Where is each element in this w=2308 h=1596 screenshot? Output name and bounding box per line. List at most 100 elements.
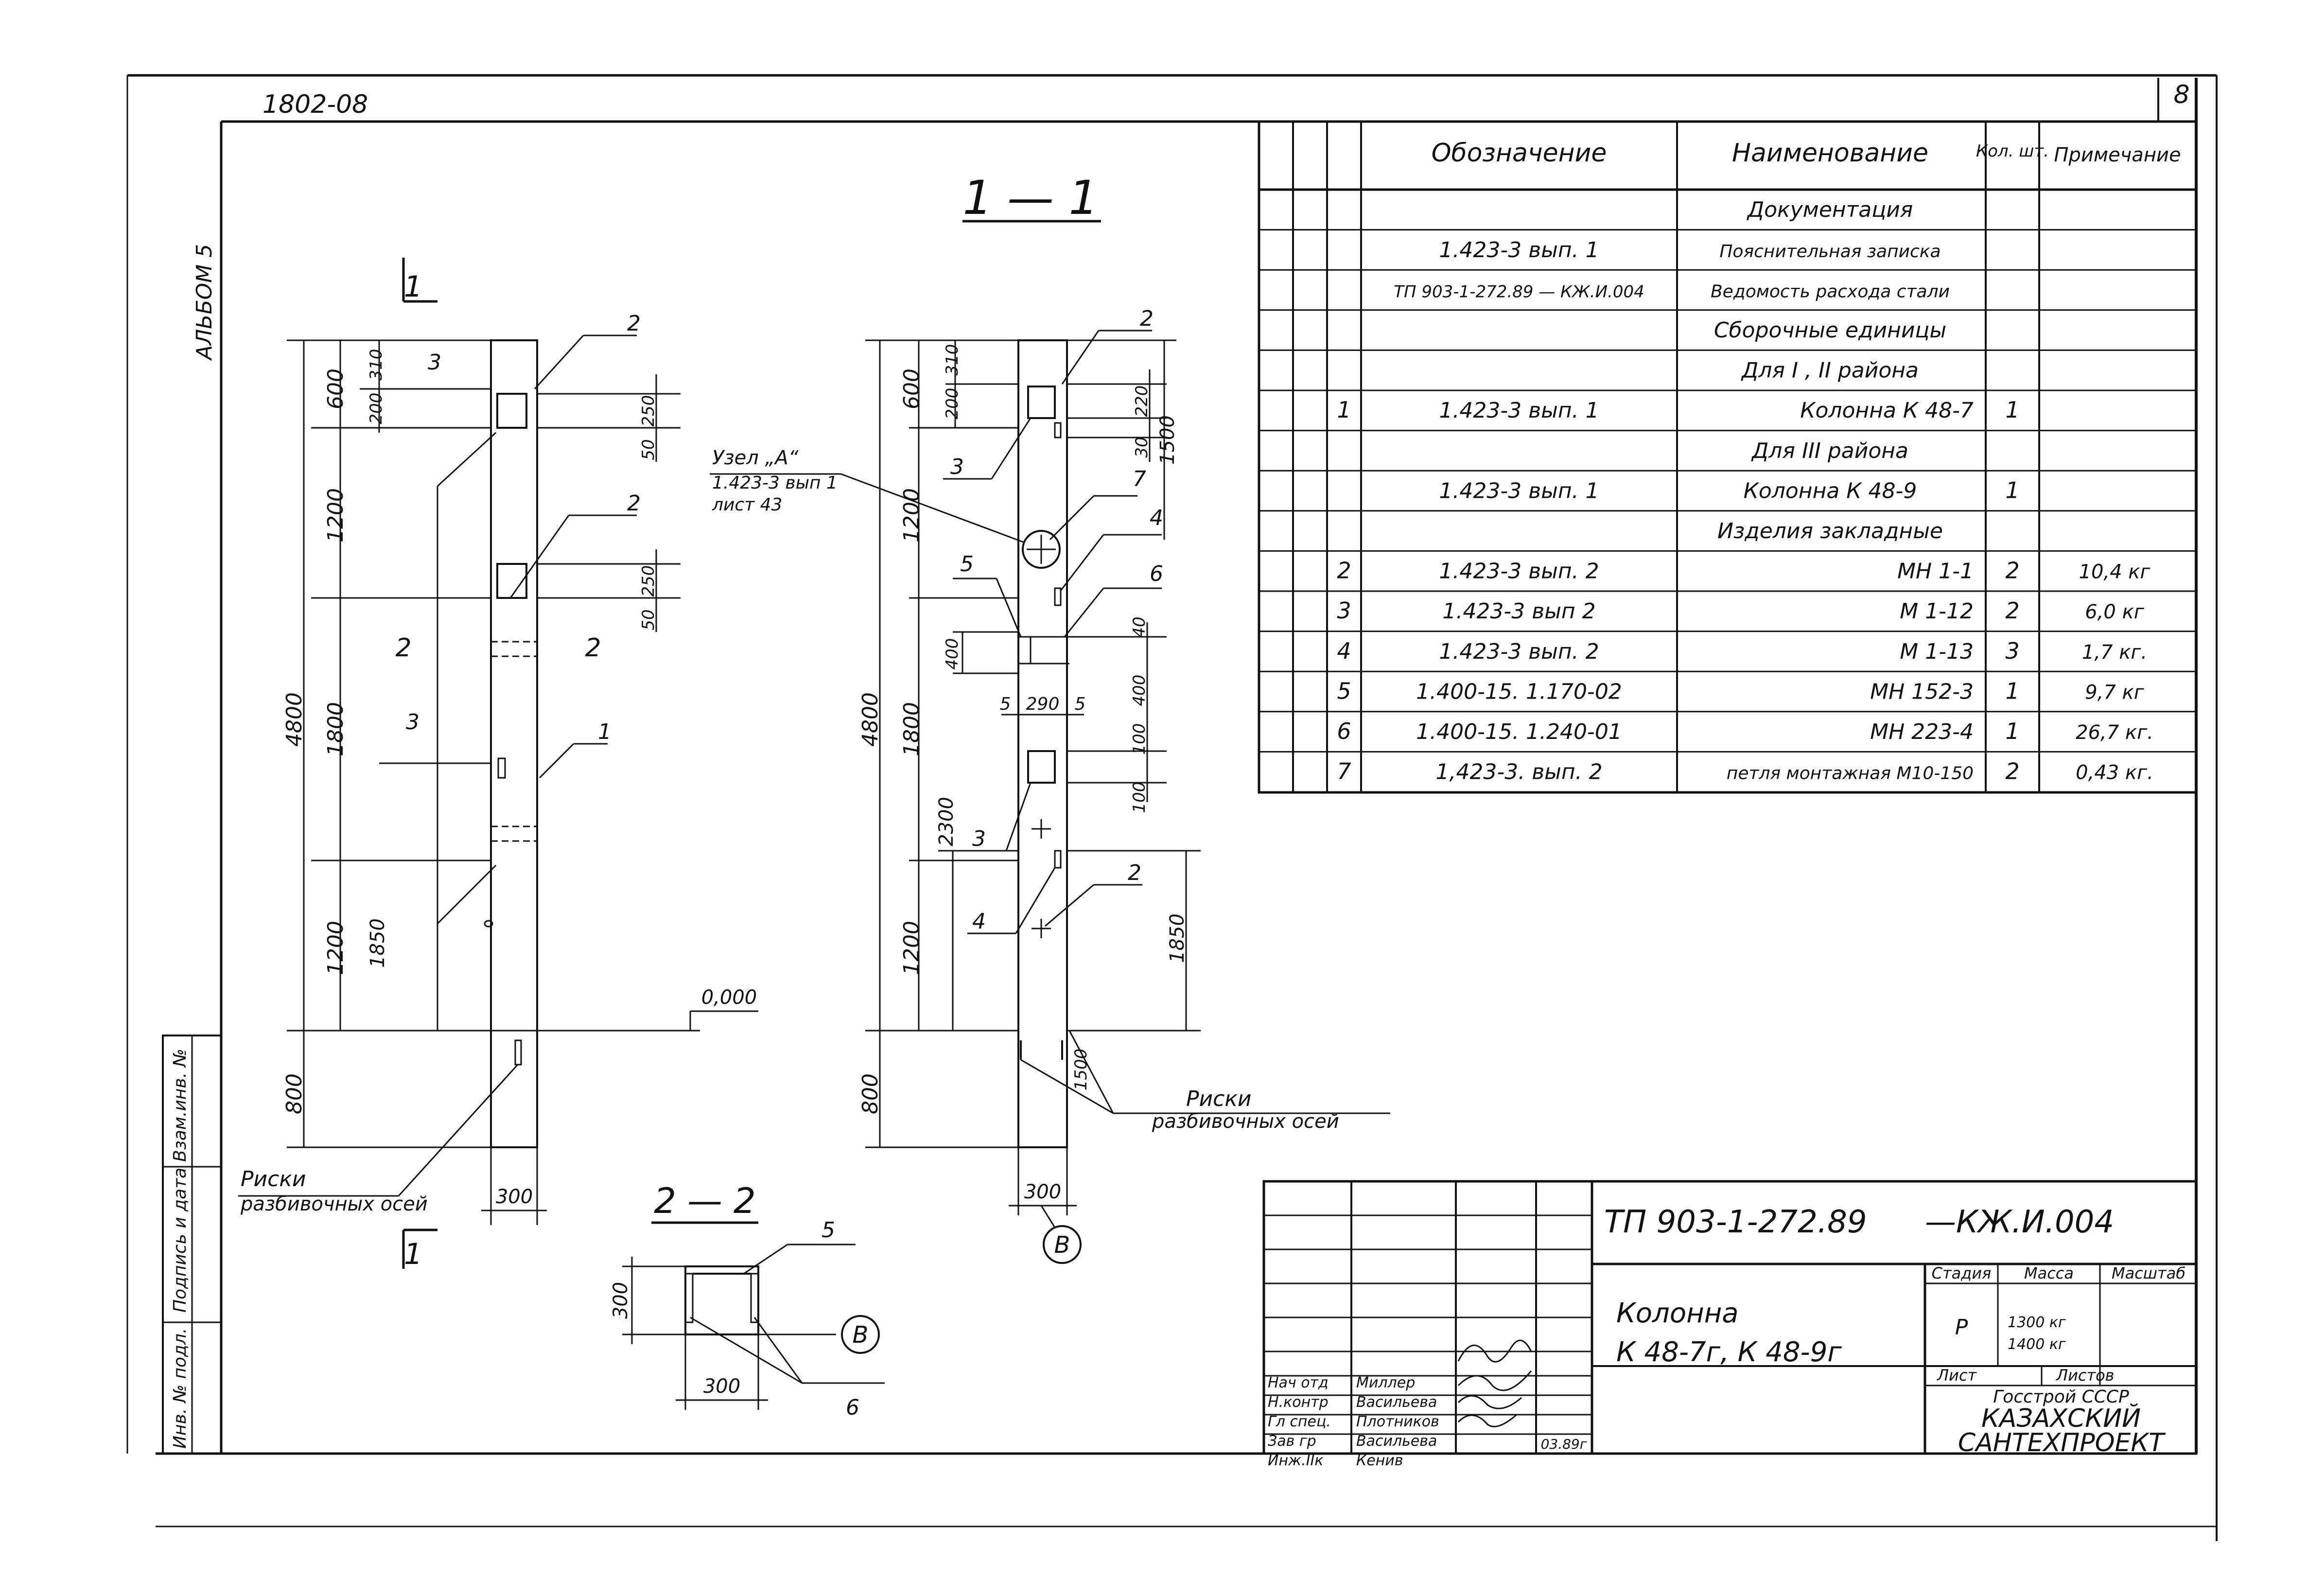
s22-callout-6: 6 <box>846 1395 859 1420</box>
axis-mark-b-1: В <box>1054 1231 1070 1259</box>
spec-cell-qty: 1 <box>2005 678 2019 704</box>
dim-600-a: 600 <box>323 368 348 409</box>
spec-cell-name: Ведомость расхода стали <box>1711 281 1950 301</box>
tb-code: ТП 903-1-272.89 <box>1604 1204 1867 1240</box>
section-2-2-title: 2 — 2 <box>654 1180 755 1221</box>
spec-cell-designation: 1.400-15. 1.240-01 <box>1416 719 1622 744</box>
dim-400-a: 400 <box>943 638 962 670</box>
dim-200-b: 200 <box>943 388 962 420</box>
dim-220: 220 <box>1132 386 1152 417</box>
title-block-grid <box>1262 1180 2198 1455</box>
dim-50-a: 50 <box>639 439 658 460</box>
spec-cell-name: Для I , II района <box>1741 358 1919 383</box>
tb-person-role: Гл спец. <box>1268 1413 1331 1430</box>
dim-1500-b: 1500 <box>1071 1049 1091 1091</box>
node-label: Узел „А“ <box>712 447 799 469</box>
tb-name-line1: Колонна <box>1616 1298 1739 1329</box>
spec-cell-designation: 1.423-3 вып. 2 <box>1439 559 1599 584</box>
dim-5-a: 5 <box>1000 694 1011 714</box>
tb-scale-label: Масштаб <box>2112 1264 2186 1282</box>
node-sheet: лист 43 <box>712 495 782 515</box>
spec-cell-name: Для III района <box>1751 438 1908 463</box>
spec-cell-qty: 1 <box>2005 477 2019 503</box>
spec-cell-designation: 1.423-3 вып. 1 <box>1439 238 1599 263</box>
spec-cell-qty: 2 <box>2005 597 2019 624</box>
spec-cell-qty: 1 <box>2005 718 2019 744</box>
tb-mass2: 1400 кг <box>2008 1336 2066 1353</box>
section-mark-1-top: 1 <box>404 270 422 304</box>
dim-4800-b: 4800 <box>858 692 883 747</box>
spec-cell-designation: 1.423-3 вып. 1 <box>1439 398 1599 423</box>
dim-100-a: 100 <box>1130 723 1149 755</box>
dim-1850-b: 1850 <box>1166 913 1189 963</box>
dim-1800-a: 1800 <box>323 702 348 756</box>
tb-org2: КАЗАХСКИЙ <box>1981 1403 2141 1433</box>
section-1-1-title: 1 — 1 <box>962 171 1098 225</box>
dim-600-b: 600 <box>899 368 924 409</box>
elev-callout-3a: 3 <box>428 350 441 375</box>
tb-person-role: Зав гр <box>1268 1433 1316 1450</box>
dim-1200-a: 1200 <box>323 488 348 543</box>
dim-250-b: 250 <box>639 565 658 597</box>
dim-1200-c: 1200 <box>899 488 924 543</box>
section-mark-2-left: 2 <box>395 633 411 663</box>
sec-callout-3a: 3 <box>950 455 964 479</box>
tb-stage-label: Стадия <box>1932 1264 1992 1282</box>
tb-person-role: Н.контр <box>1268 1394 1329 1411</box>
dim-1800-b: 1800 <box>899 702 924 756</box>
margin-inv-orig: Инв. № подл. <box>170 1328 190 1449</box>
dim-310-a: 310 <box>367 349 386 381</box>
dim-100-b: 100 <box>1130 782 1149 813</box>
sec-callout-7: 7 <box>1133 467 1146 491</box>
spec-cell-name: Документация <box>1747 197 1913 222</box>
risks-label-right-1: Риски <box>1186 1087 1252 1111</box>
dim-300-a: 300 <box>496 1186 533 1208</box>
tb-person-name: Кенив <box>1356 1452 1403 1469</box>
spec-cell-designation: 1.423-3 вып. 1 <box>1439 478 1599 503</box>
spec-cell-qty: 1 <box>2005 397 2019 423</box>
axis-mark-b-2: В <box>853 1321 869 1349</box>
dim-310-b: 310 <box>943 344 962 376</box>
dim-50-b: 50 <box>639 609 658 630</box>
spec-cell-name: Изделия закладные <box>1717 519 1943 544</box>
spec-cell-name: Колонна К 48-9 <box>1744 478 1917 503</box>
sec-callout-2b: 2 <box>1128 860 1141 885</box>
dim-1850-a: 1850 <box>367 918 389 968</box>
spec-cell-name: МН 1-1 <box>1897 559 1974 584</box>
risks-label-left-1: Риски <box>241 1167 306 1192</box>
dim-400-b: 400 <box>1130 675 1149 706</box>
spec-table-grid <box>1258 120 2198 794</box>
sec-callout-4b: 4 <box>972 909 986 934</box>
sec-callout-5: 5 <box>960 552 974 577</box>
tb-person-name: Плотников <box>1356 1413 1439 1430</box>
elevation-view <box>238 258 758 1269</box>
sec-callout-3b: 3 <box>972 826 986 851</box>
tb-sheet-label: Лист <box>1937 1366 1977 1385</box>
dim-1200-d: 1200 <box>899 921 924 975</box>
dim-200-a: 200 <box>367 393 386 424</box>
margin-instead-inv: Взам.инв. № <box>170 1049 190 1162</box>
elev-callout-2a: 2 <box>627 311 641 336</box>
sheet-code: 1802-08 <box>262 90 368 119</box>
tb-person-name: Васильева <box>1356 1433 1437 1450</box>
spec-header-qty: Кол. шт. <box>1976 141 2049 161</box>
dim-290: 290 <box>1026 694 1060 714</box>
spec-header-name: Наименование <box>1732 139 1928 168</box>
level-mark: 0,000 <box>701 986 757 1009</box>
spec-cell-pos: 6 <box>1337 718 1351 744</box>
dim-800-b: 800 <box>858 1073 883 1114</box>
tb-person-role: Инж.IIк <box>1268 1452 1323 1469</box>
spec-cell-name: Колонна К 48-7 <box>1800 398 1974 423</box>
tb-sheets-label: Листов <box>2056 1366 2115 1385</box>
spec-cell-designation: 1,423-3. вып. 2 <box>1435 760 1602 785</box>
section-2-2-view <box>622 1221 885 1410</box>
elev-callout-2b: 2 <box>627 491 641 516</box>
spec-cell-qty: 2 <box>2005 558 2019 584</box>
spec-cell-note: 0,43 кг. <box>2076 762 2153 784</box>
dim-1200-b: 1200 <box>323 921 348 975</box>
margin-stamp <box>162 1035 222 1455</box>
spec-cell-note: 1,7 кг. <box>2082 641 2147 664</box>
spec-cell-name: М 1-13 <box>1900 639 1974 664</box>
elev-callout-1: 1 <box>598 719 612 744</box>
elev-callout-3b: 3 <box>406 710 420 735</box>
